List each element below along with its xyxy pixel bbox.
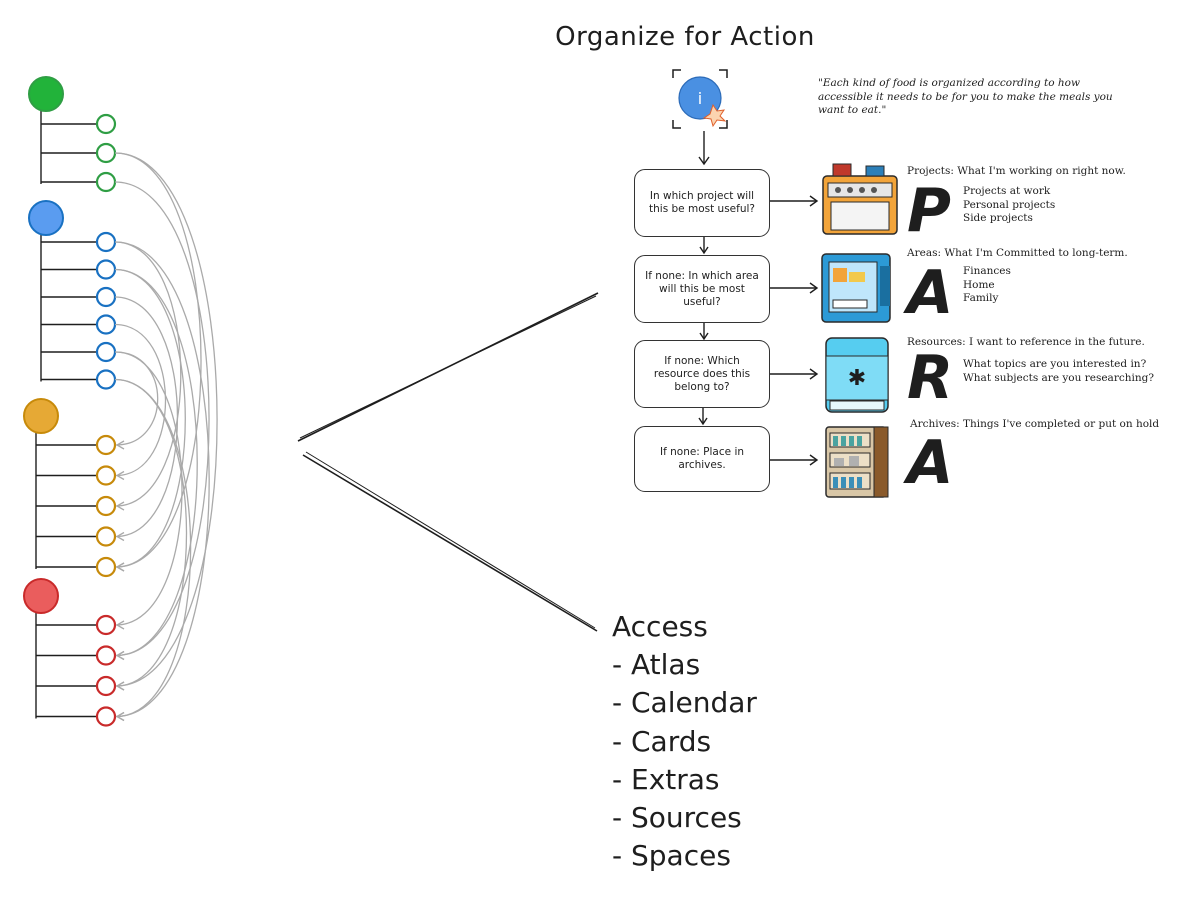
list-item: Projects at work (963, 185, 1051, 197)
info-icon: i (672, 69, 728, 129)
cross-link (114, 181, 210, 657)
cross-link (114, 152, 218, 687)
category-letter-projects: P (907, 176, 951, 246)
tree-leaf-node (95, 645, 117, 666)
category-items-projects: Projects at work Personal projects Side … (963, 185, 1055, 226)
tree-leaf-node (95, 231, 117, 253)
category-heading-areas: Areas: What I'm Committed to long-term. (907, 247, 1128, 259)
category-items-resources: What topics are you interested in? What … (963, 358, 1154, 385)
cross-links (114, 152, 218, 722)
cross-link-arrowhead (115, 711, 125, 722)
cross-link-arrowhead (115, 681, 125, 691)
category-heading-projects: Projects: What I'm working on right now. (907, 165, 1126, 177)
tree-leaf-node (95, 614, 117, 636)
tree-leaf-node (95, 314, 117, 335)
category-letter-resources: R (907, 343, 954, 413)
tree-parent-node (28, 200, 64, 236)
category-heading-resources: Resources: I want to reference in the fu… (907, 336, 1145, 348)
list-item: What topics are you interested in? (963, 358, 1147, 370)
tree-leaf-node (95, 465, 117, 486)
access-item-calendar: - Calendar (612, 686, 757, 720)
cross-link-arrowhead (115, 470, 125, 481)
access-item-atlas: - Atlas (612, 648, 701, 682)
access-item-cards: - Cards (612, 724, 712, 758)
tree-leaf-node (95, 286, 117, 308)
cross-link-arrowhead (115, 531, 125, 542)
fridge-icon (821, 253, 891, 323)
tree-leaf-node (95, 495, 117, 517)
fan-lines (297, 292, 599, 632)
tree-leaf-node (95, 369, 117, 390)
question-box-archives: If none: Place in archives. (634, 426, 770, 492)
tree-leaf-node (95, 171, 117, 193)
category-items-areas: Finances Home Family (963, 265, 1011, 306)
freezer-icon: ✱ (825, 337, 889, 413)
cross-link-arrowhead (115, 650, 125, 661)
tree-leaf-node (95, 526, 117, 547)
tree-parent-node (23, 398, 59, 434)
access-heading: Access (612, 610, 708, 643)
category-letter-archives: A (907, 428, 954, 498)
tree-leaf-node (95, 675, 117, 697)
question-box-projects: In which project will this be most usefu… (634, 169, 770, 237)
svg-text:✱: ✱ (848, 366, 866, 391)
tree-parent-node (28, 76, 64, 112)
tree-leaf-node (95, 556, 117, 578)
access-list: Access - Atlas - Calendar - Cards - Extr… (612, 608, 757, 875)
tree-leaf-node (95, 113, 117, 135)
list-item: What subjects are you researching? (963, 371, 1154, 384)
tree-parent-node (23, 578, 59, 614)
access-item-spaces: - Spaces (612, 839, 731, 873)
tree-leaf-node (95, 142, 117, 164)
flow-arrows (698, 131, 819, 466)
list-item: Family (963, 292, 999, 304)
cross-link-arrowhead (115, 440, 125, 450)
stove-icon (822, 163, 898, 235)
list-item: Side projects (963, 212, 1033, 224)
cross-link (114, 351, 183, 626)
cross-link-arrowhead (115, 620, 125, 630)
category-letter-areas: A (907, 258, 954, 328)
cross-link-arrowhead (115, 501, 125, 511)
cross-link (114, 268, 198, 657)
question-box-areas: If none: In which area will this be most… (634, 255, 770, 323)
cross-link (114, 268, 186, 568)
list-item: Finances (963, 265, 1011, 277)
cross-link (114, 296, 178, 538)
cross-link (114, 241, 210, 718)
list-item: Personal projects (963, 198, 1056, 211)
tree-leaf-node (95, 259, 117, 280)
question-box-resources: If none: Which resource does this belong… (634, 340, 770, 408)
hierarchy-tree (23, 76, 117, 727)
tree-leaf-node (95, 434, 117, 456)
tree-leaf-node (95, 341, 117, 363)
cross-link (114, 152, 202, 568)
svg-text:i: i (698, 89, 702, 108)
cross-link-arrowhead (115, 562, 125, 572)
access-item-sources: - Sources (612, 801, 742, 835)
pantry-icon (825, 426, 889, 498)
access-item-extras: - Extras (612, 762, 720, 796)
cross-link (114, 378, 188, 687)
list-item: Home (963, 278, 995, 291)
category-heading-archives: Archives: Things I've completed or put o… (910, 418, 1160, 430)
quote-text: "Each kind of food is organized accordin… (818, 77, 1113, 116)
page-title: Organize for Action (555, 22, 815, 52)
cross-link (114, 241, 182, 507)
cross-link (114, 323, 167, 477)
tree-leaf-node (95, 706, 117, 727)
